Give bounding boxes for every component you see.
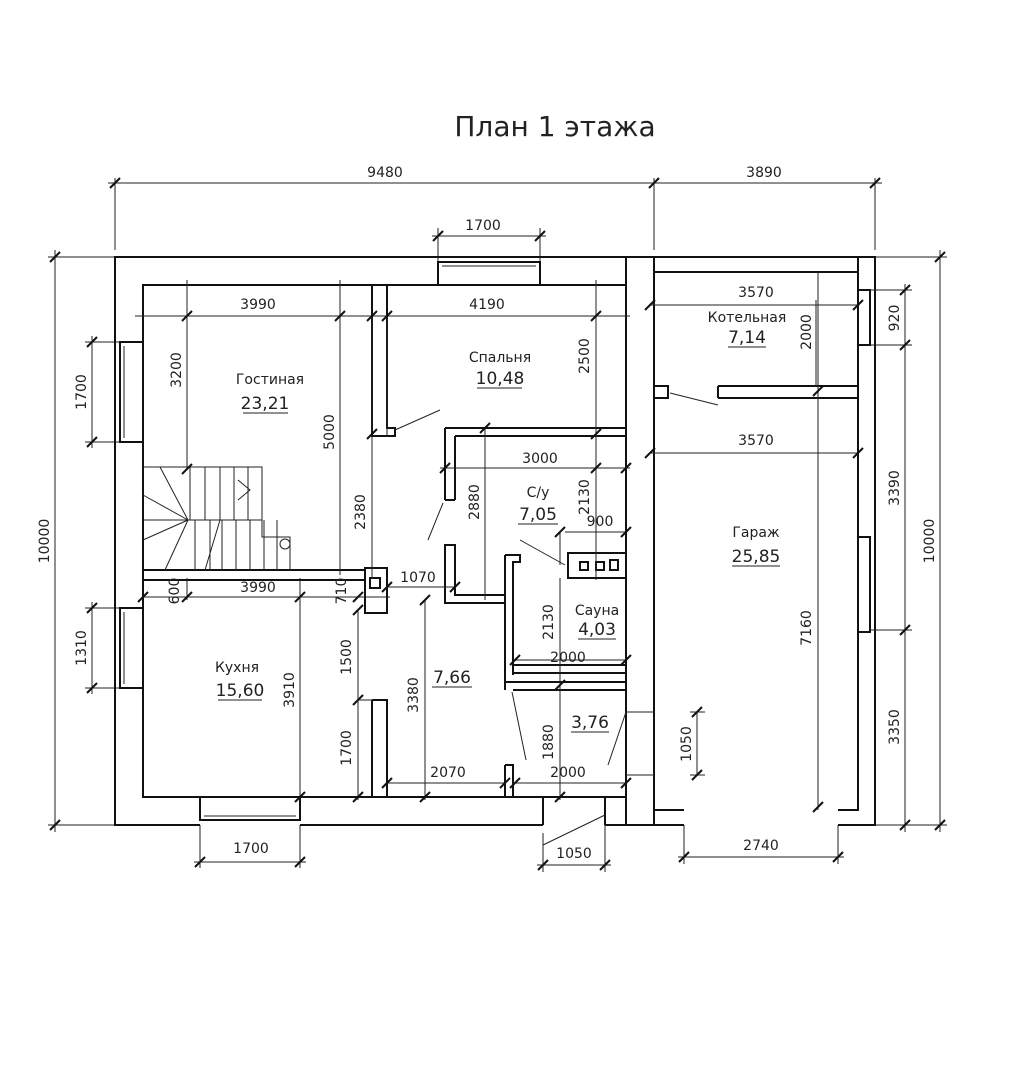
room-sauna-name: Сауна — [575, 603, 619, 619]
dimension-lines — [48, 177, 947, 872]
internal-dimension-lines — [135, 272, 864, 813]
dim-left-window-2: 1310 — [74, 630, 90, 666]
dim-bath-side: 2880 — [467, 484, 483, 520]
dim-1050-side: 1050 — [679, 726, 695, 762]
dim-boiler-height: 2000 — [799, 314, 815, 350]
room-small-area: 3,76 — [571, 713, 609, 733]
room-garage-area: 25,85 — [732, 547, 781, 567]
dim-1070: 1070 — [400, 570, 436, 586]
dim-3380: 3380 — [406, 677, 422, 713]
dim-sauna-height: 2130 — [541, 604, 557, 640]
room-kitchen-name: Кухня — [215, 660, 259, 676]
dim-bottom-door: 1050 — [556, 846, 592, 862]
dim-bed-height: 2500 — [577, 338, 593, 374]
dim-710: 710 — [334, 578, 350, 605]
dim-2070: 2070 — [430, 765, 466, 781]
dim-bath-height: 2130 — [577, 479, 593, 515]
dim-garage-width: 3570 — [738, 433, 774, 449]
dim-600: 600 — [167, 578, 183, 605]
dim-left-total: 10000 — [37, 519, 53, 564]
dim-boiler-width: 3570 — [738, 285, 774, 301]
dim-kitchen-height: 3910 — [282, 672, 298, 708]
room-living-name: Гостиная — [236, 372, 304, 388]
dim-living-width: 3990 — [240, 297, 276, 313]
room-bedroom-name: Спальня — [469, 350, 531, 366]
dim-garage-height: 7160 — [799, 610, 815, 646]
room-labels: Гостиная 23,21 Спальня 10,48 Котельная 7… — [215, 310, 786, 733]
dim-bath-width: 3000 — [522, 451, 558, 467]
dim-3890: 3890 — [746, 165, 782, 181]
dim-9480: 9480 — [367, 165, 403, 181]
dim-kitchen-width: 3990 — [240, 580, 276, 596]
room-living-area: 23,21 — [241, 394, 290, 414]
dim-bed-width: 4190 — [469, 297, 505, 313]
room-boiler-name: Котельная — [708, 310, 787, 326]
room-bedroom-area: 10,48 — [476, 369, 525, 389]
dim-1700: 1700 — [339, 730, 355, 766]
internal-dimension-labels: 3990 3200 5000 4190 2500 3570 2000 3570 … — [167, 285, 815, 781]
room-bathroom-name: С/у — [527, 485, 550, 501]
room-boiler-area: 7,14 — [728, 328, 766, 348]
room-hall-area: 7,66 — [433, 668, 471, 688]
room-bathroom-area: 7,05 — [519, 505, 557, 525]
dim-bottom-window: 1700 — [233, 841, 269, 857]
dim-living-full: 5000 — [322, 414, 338, 450]
dim-2380: 2380 — [353, 494, 369, 530]
dim-small-width: 2000 — [550, 765, 586, 781]
dim-3350: 3350 — [887, 709, 903, 745]
dim-garage-door: 2740 — [743, 838, 779, 854]
dim-1500: 1500 — [339, 639, 355, 675]
dim-top-window: 1700 — [465, 218, 501, 234]
room-kitchen-area: 15,60 — [216, 681, 265, 701]
dim-1880: 1880 — [541, 724, 557, 760]
room-garage-name: Гараж — [732, 525, 780, 541]
dim-920: 920 — [887, 305, 903, 332]
dim-sauna-900: 900 — [587, 514, 614, 530]
dim-left-window-1: 1700 — [74, 374, 90, 410]
dim-right-total: 10000 — [922, 519, 938, 564]
room-sauna-area: 4,03 — [578, 620, 616, 640]
dim-3390: 3390 — [887, 470, 903, 506]
plan-title: План 1 этажа — [454, 110, 655, 143]
dim-living-height: 3200 — [169, 352, 185, 388]
dim-sauna-width: 2000 — [550, 650, 586, 666]
